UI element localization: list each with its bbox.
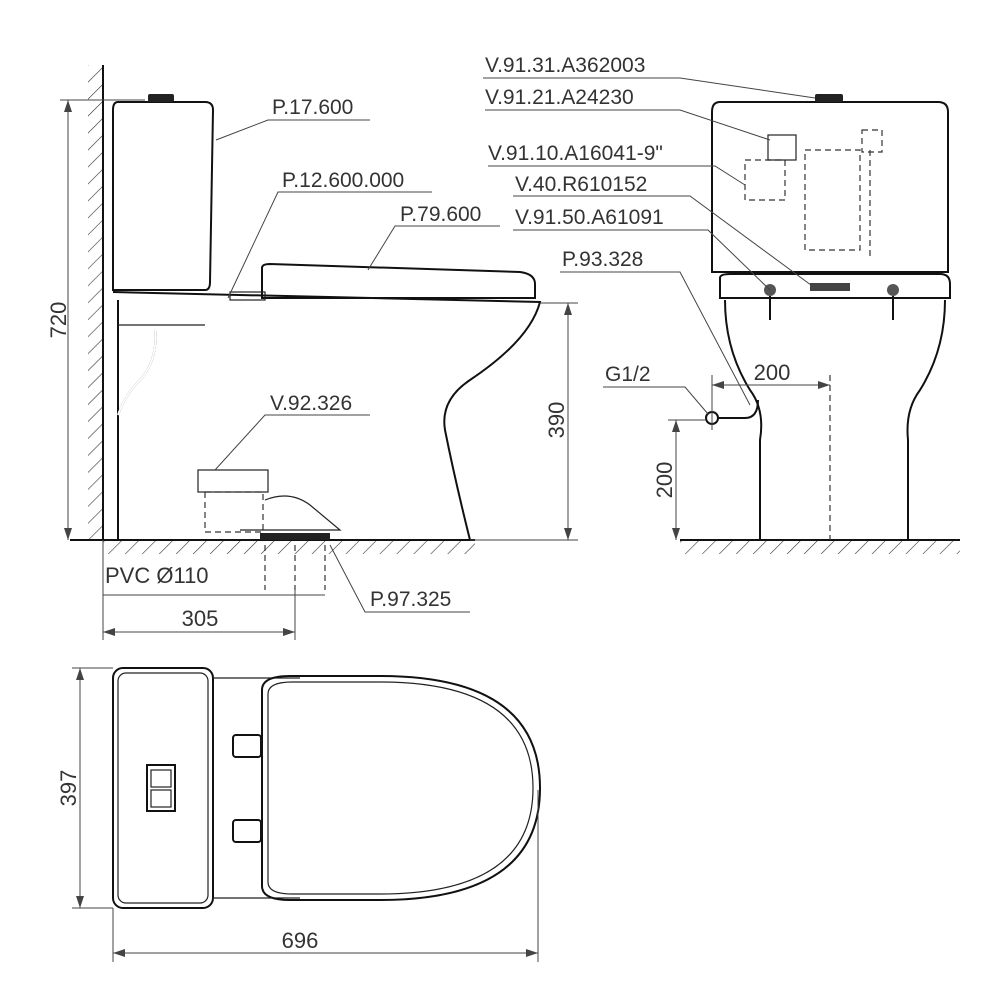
- dim-height-label: 720: [46, 302, 71, 339]
- callout-outlet: P.97.325: [329, 544, 470, 613]
- dim-rough-in: 305: [103, 606, 295, 636]
- floor-flange: [197, 469, 342, 590]
- callout-inlet: G1/2: [603, 363, 709, 415]
- dim-width-label: 397: [56, 770, 81, 807]
- callout-flush-valve: V.91.10.A16041-9": [488, 142, 746, 186]
- svg-text:V.91.21.A24230: V.91.21.A24230: [485, 86, 634, 109]
- hinge-bottom: [232, 819, 262, 843]
- callout-supply-hose: P.93.328: [560, 248, 751, 406]
- flush-button: [148, 94, 174, 102]
- floor-hatch: [103, 540, 475, 554]
- svg-text:P.97.325: P.97.325: [370, 588, 451, 611]
- svg-text:P.12.600.000: P.12.600.000: [282, 169, 404, 192]
- seat-lid-top: [261, 675, 542, 901]
- svg-text:P.93.328: P.93.328: [562, 248, 643, 271]
- dim-height: 720: [46, 99, 145, 540]
- svg-text:V.92.326: V.92.326: [270, 392, 352, 415]
- svg-text:V.91.31.A362003: V.91.31.A362003: [485, 54, 645, 77]
- callout-tank-fitting: P.12.600.000: [227, 169, 432, 299]
- callout-tank: P.17.600: [215, 96, 370, 141]
- svg-text:V.91.10.A16041-9": V.91.10.A16041-9": [488, 142, 663, 165]
- svg-text:G1/2: G1/2: [605, 363, 651, 386]
- side-view: 720 390 PVC Ø110 305 P.17.600 P.12.600.0…: [46, 65, 578, 640]
- flush-button: [815, 94, 843, 102]
- svg-text:P.79.600: P.79.600: [400, 203, 481, 226]
- tank-top: [112, 667, 214, 909]
- tank-internals: [744, 129, 899, 320]
- flush-button-top: [146, 764, 176, 812]
- dim-width: 397: [56, 667, 113, 909]
- tank-top-inner: [117, 672, 209, 904]
- inlet-valve: [705, 399, 759, 425]
- dim-inlet-height: 200: [652, 419, 706, 540]
- seat-hinge: [229, 291, 266, 301]
- svg-text:V.40.R610152: V.40.R610152: [515, 173, 647, 196]
- callout-gasket: V.91.50.A61091: [513, 206, 771, 291]
- svg-text:V.91.50.A61091: V.91.50.A61091: [515, 206, 664, 229]
- callout-flush-valve-top: V.91.21.A24230: [485, 86, 771, 141]
- tank-side: [112, 101, 215, 291]
- seat-front: [719, 273, 951, 299]
- top-view: 397 696: [56, 667, 542, 962]
- dim-seat-height-label: 390: [544, 402, 569, 439]
- dim-length-label: 696: [282, 928, 319, 953]
- callout-button: V.91.31.A362003: [483, 54, 816, 99]
- callout-bolts: V.40.R610152: [513, 173, 816, 289]
- bowl-side: [112, 291, 542, 541]
- floor-hatch: [680, 540, 960, 554]
- seat-lid-side: [261, 262, 536, 299]
- seat-lid-inner: [267, 681, 534, 895]
- callout-flange: V.92.326: [214, 392, 370, 471]
- callout-seat: P.79.600: [367, 203, 500, 271]
- dim-seat-height: 390: [470, 302, 578, 541]
- dim-inlet-offset-label: 200: [754, 360, 791, 385]
- dim-length: 696: [112, 790, 539, 962]
- front-view: 200 200 V.91.31.A362003 V.91.21.A24230 V…: [483, 54, 960, 554]
- dim-inlet-height-label: 200: [652, 462, 677, 499]
- tank-front: [711, 101, 949, 273]
- dim-rough-in-label: 305: [182, 606, 219, 631]
- hinge-top: [232, 734, 262, 758]
- bowl-edge: [213, 677, 300, 899]
- pvc-pipe-label: PVC Ø110: [105, 563, 209, 588]
- dim-inlet-offset: 200: [711, 360, 831, 540]
- svg-text:P.17.600: P.17.600: [272, 96, 353, 119]
- supply-hose-inner: [117, 329, 157, 416]
- bowl-front: [724, 299, 946, 540]
- wall-hatch: [88, 65, 103, 540]
